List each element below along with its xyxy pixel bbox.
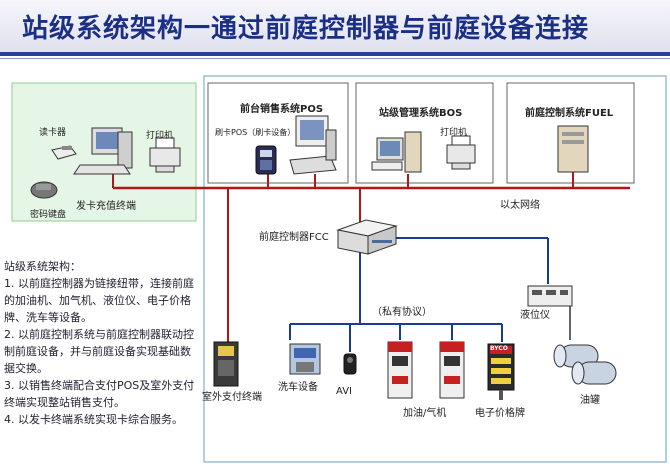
tank-label: 油罐 [580, 395, 600, 406]
description-heading: 站级系统架构： [4, 260, 81, 273]
car-wash-label: 洗车设备 [278, 382, 318, 393]
computer-icon [73, 127, 133, 175]
dispenser-icon-1 [387, 341, 413, 399]
level-gauge-label: 液位仪 [520, 310, 550, 321]
oil-tank-icon [553, 344, 617, 385]
card-reader-icon [51, 145, 77, 160]
diagram-frame [203, 75, 667, 463]
fuel-module-title: 前庭控制系统FUEL [525, 108, 614, 119]
avi-label: AVI [336, 386, 352, 397]
pos-terminal-icon [289, 115, 337, 175]
fcc-label: 前庭控制器FCC [259, 232, 329, 243]
level-gauge-icon [527, 285, 573, 307]
dispenser-icon-2 [439, 341, 465, 399]
description-item-2: 2. 以前庭控制系统与前庭控制器联动控制前庭设备，并与前庭设备实现基础数据交换。 [4, 328, 194, 375]
printer-icon-1 [149, 137, 181, 173]
card-pos-label: 刷卡POS（刷卡设备） [215, 128, 296, 137]
bos-computer-icon [371, 131, 422, 173]
card-pos-icon [255, 145, 277, 175]
private-protocol-label: （私有协议） [372, 307, 432, 318]
outdoor-terminal-label: 室外支付终端 [202, 392, 262, 403]
description-item-4: 4. 以发卡终端系统实现卡综合服务。 [4, 413, 183, 426]
fcc-device-icon [336, 219, 398, 255]
architecture-description: 站级系统架构： 1. 以前庭控制器为链接纽带，连接前庭的加油机、加气机、液位仪、… [4, 258, 200, 428]
dispenser-label: 加油/气机 [403, 408, 447, 419]
outdoor-terminal-icon [213, 341, 239, 387]
card-terminal-label: 发卡充值终端 [76, 201, 136, 212]
avi-icon [343, 353, 357, 375]
printer1-label: 打印机 [146, 131, 174, 141]
car-wash-icon [289, 343, 321, 375]
description-item-3: 3. 以销售终端配合支付POS及室外支付终端实现整站销售支付。 [4, 379, 195, 409]
bos-module-title: 站级管理系统BOS [379, 108, 463, 119]
printer-icon-2 [446, 135, 476, 170]
header-underline [0, 52, 670, 56]
pin-pad-icon [30, 181, 58, 199]
description-item-1: 1. 以前庭控制器为链接纽带，连接前庭的加油机、加气机、液位仪、电子价格牌、洗车… [4, 277, 194, 324]
page-title: 站级系统架构一通过前庭控制器与前庭设备连接 [22, 14, 590, 44]
printer2-label: 打印机 [440, 128, 468, 138]
pos-module-title: 前台销售系统POS [240, 104, 324, 115]
ethernet-label: 以太网络 [500, 200, 540, 211]
card-reader-label: 读卡器 [39, 128, 67, 138]
header-underline-thin [0, 58, 670, 59]
header-band: 站级系统架构一通过前庭控制器与前庭设备连接 [0, 0, 670, 52]
pin-pad-label: 密码键盘 [30, 210, 67, 220]
fuel-server-icon [557, 125, 589, 173]
price-sign-logo: BYCO [490, 345, 508, 352]
price-sign-icon [487, 343, 515, 400]
price-sign-label: 电子价格牌 [475, 408, 525, 419]
